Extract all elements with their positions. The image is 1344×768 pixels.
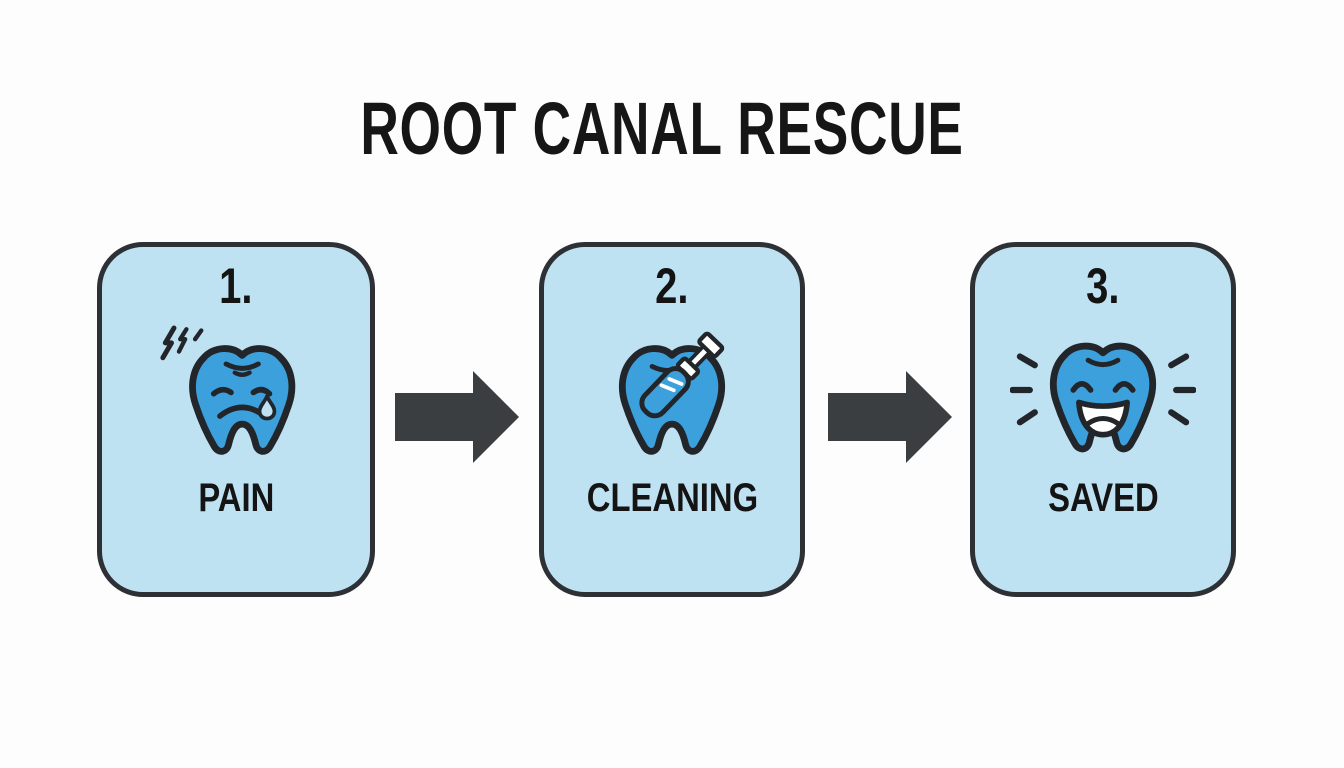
happy-tooth-icon xyxy=(1010,316,1196,468)
sad-tooth-shape xyxy=(189,344,296,455)
step-card-saved: 3. xyxy=(970,242,1236,597)
right-arrow-icon xyxy=(395,371,519,468)
step-number: 2. xyxy=(655,258,689,314)
pain-flash-icon xyxy=(160,325,204,360)
step-label: PAIN xyxy=(198,476,274,520)
step-card-cleaning: 2. CLEANING xyxy=(539,242,805,597)
happy-tooth-shape xyxy=(1049,342,1157,452)
sparkle-lines-icon xyxy=(1010,352,1196,425)
cleaning-tooth-icon xyxy=(579,316,765,468)
happy-tooth-svg xyxy=(1010,342,1196,452)
step-number: 1. xyxy=(219,258,253,314)
step-label: CLEANING xyxy=(586,476,758,520)
cleaning-tooth-svg xyxy=(618,331,726,455)
dental-file-icon xyxy=(639,331,725,418)
right-arrow-icon xyxy=(828,371,952,468)
step-number: 3. xyxy=(1086,258,1120,314)
sad-tooth-svg xyxy=(160,325,296,455)
step-card-pain: 1. xyxy=(97,242,375,597)
page-title: ROOT CANAL RESCUE xyxy=(360,87,964,170)
sad-tooth-pain-icon xyxy=(143,316,329,468)
step-label: SAVED xyxy=(1047,476,1159,520)
tear-drop-icon xyxy=(257,393,277,420)
